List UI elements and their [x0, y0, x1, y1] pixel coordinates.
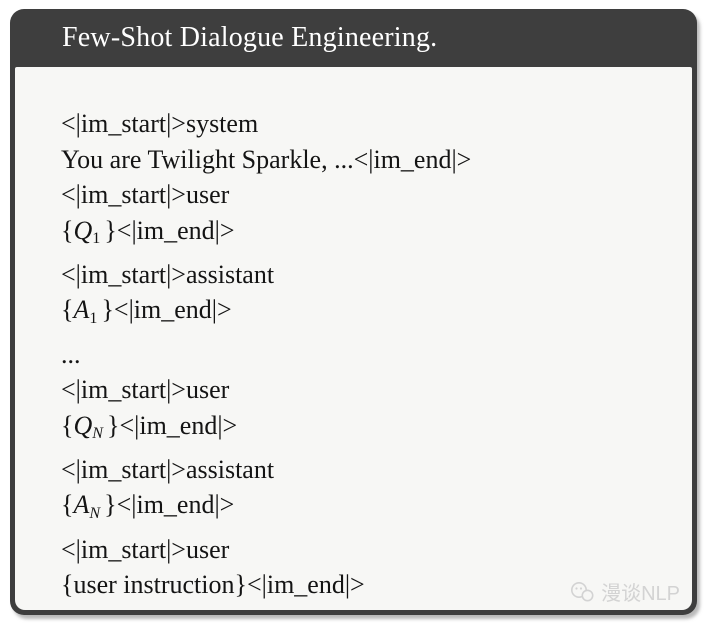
- prompt-segment: <|im_start|>assistant: [61, 454, 275, 484]
- prompt-line: <|im_start|>user: [61, 177, 682, 213]
- watermark-text: 漫谈NLP: [601, 583, 680, 605]
- figure-card: Few-Shot Dialogue Engineering. <|im_star…: [10, 9, 697, 615]
- prompt-segment: <|im_start|>user: [61, 180, 230, 210]
- prompt-line: {A1}<|im_end|>: [61, 292, 682, 336]
- prompt-segment: <|im_start|>assistant: [61, 259, 275, 289]
- prompt-segment: {user instruction}<|im_end|>: [61, 570, 365, 600]
- prompt-segment: <|im_start|>user: [61, 534, 230, 564]
- figure-title: Few-Shot Dialogue Engineering.: [62, 22, 438, 53]
- prompt-line: {QN}<|im_end|>: [61, 408, 682, 452]
- prompt-segment: Q: [73, 215, 93, 245]
- prompt-line: <|im_start|>user: [61, 532, 682, 568]
- prompt-line: ...: [61, 337, 682, 373]
- prompt-segment: <|im_start|>user: [61, 375, 230, 405]
- prompt-line: <|im_start|>user: [61, 372, 682, 408]
- prompt-segment: {: [61, 215, 74, 245]
- prompt-segment: }<|im_end|>: [101, 295, 232, 325]
- prompt-segment: 1: [89, 309, 98, 327]
- prompt-segment: {: [61, 490, 74, 520]
- prompt-segment: A: [73, 490, 90, 520]
- prompt-segment: }<|im_end|>: [107, 410, 238, 440]
- prompt-segment: <|im_start|>system: [61, 109, 259, 138]
- prompt-segment: }<|im_end|>: [104, 490, 235, 520]
- chat-bubbles-icon: [570, 581, 596, 603]
- prompt-line: You are Twilight Sparkle, ...<|im_end|>: [61, 142, 682, 178]
- prompt-segment: 1: [92, 230, 101, 248]
- prompt-line: {AN}<|im_end|>: [61, 487, 682, 531]
- watermark: 漫谈NLP: [570, 577, 680, 606]
- prompt-line: {Q1}<|im_end|>: [61, 213, 682, 257]
- figure-title-bar: Few-Shot Dialogue Engineering.: [10, 9, 697, 67]
- prompt-line: {user instruction}<|im_end|>: [61, 567, 682, 603]
- prompt-line: <|im_start|>assistant: [61, 452, 682, 488]
- prompt-segment: ...: [61, 339, 81, 369]
- prompt-line: <|im_start|>assistant: [61, 257, 682, 293]
- prompt-segment: }<|im_end|>: [104, 215, 235, 245]
- prompt-segment: {: [61, 295, 74, 325]
- prompt-segment: N: [89, 504, 101, 522]
- prompt-line: <|im_start|>system: [61, 106, 682, 142]
- prompt-segment: A: [73, 295, 90, 325]
- prompt-segment: You are Twilight Sparkle, ...<|im_end|>: [61, 144, 472, 174]
- prompt-segment: {: [61, 410, 74, 440]
- prompt-segment: N: [92, 425, 104, 443]
- prompt-segment: Q: [73, 410, 93, 440]
